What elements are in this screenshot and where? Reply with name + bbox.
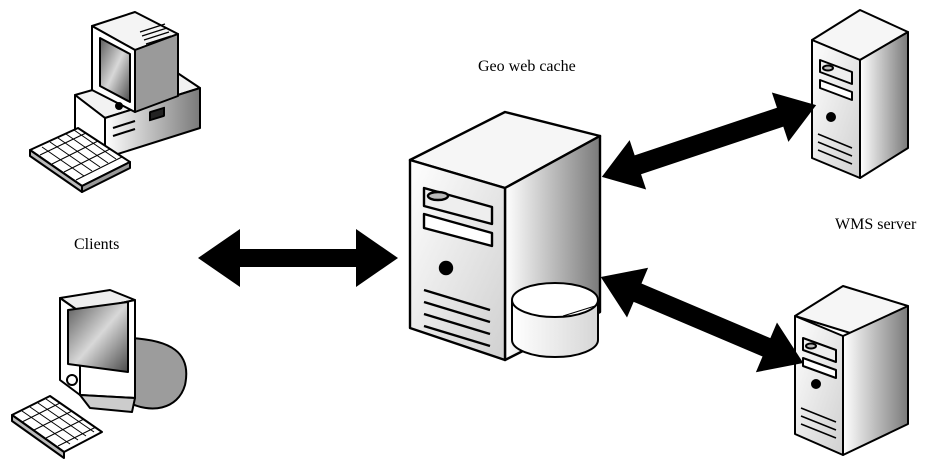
desktop-computer-icon	[29, 11, 201, 193]
cache-wms-bottom-arrow	[600, 267, 804, 373]
wms-server-icon-top	[811, 9, 909, 179]
clients-label: Clients	[74, 236, 120, 253]
wms-server-label: WMS server	[835, 216, 917, 233]
cache-wms-top-arrow	[601, 92, 817, 190]
geo-web-cache-label: Geo web cache	[478, 58, 576, 75]
clients-cache-arrow	[198, 229, 398, 287]
crt-computer-icon	[11, 289, 188, 459]
cache-database-icon	[511, 282, 599, 358]
wms-server-icon-bottom	[794, 285, 909, 456]
